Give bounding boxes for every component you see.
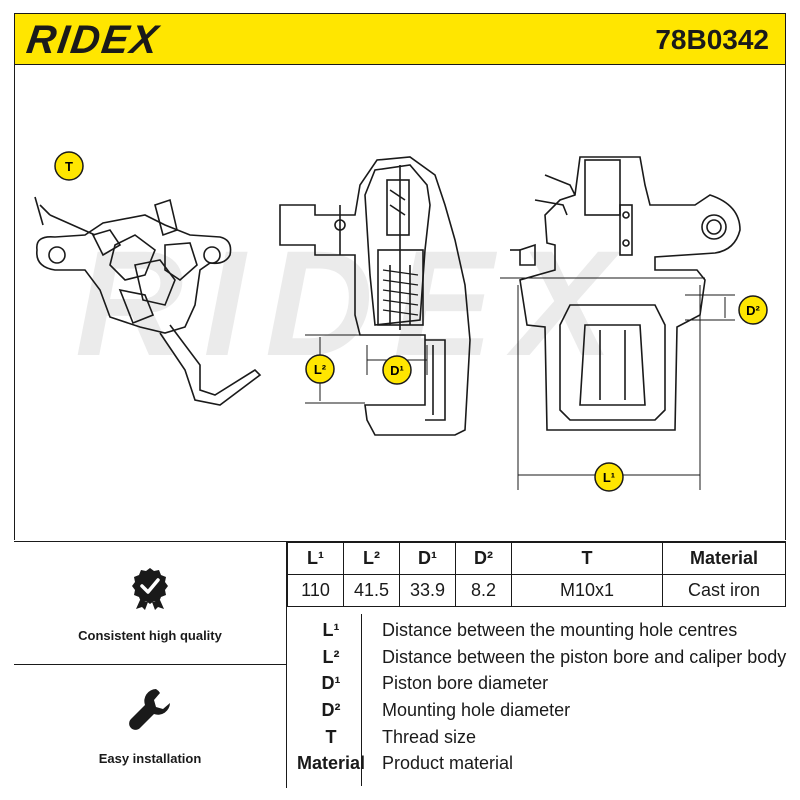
value-l1: 110 xyxy=(287,574,344,607)
legend-divider xyxy=(361,614,362,786)
legend-desc: Piston bore diameter xyxy=(382,673,549,694)
feature-installation: Easy installation xyxy=(14,665,286,788)
part-number: 78B0342 xyxy=(655,24,769,55)
feature-label-quality: Consistent high quality xyxy=(78,628,222,643)
wrench-icon xyxy=(129,689,170,730)
value-d1: 33.9 xyxy=(399,574,456,607)
value-t: M10x1 xyxy=(511,574,663,607)
legend-row: L¹ Distance between the mounting hole ce… xyxy=(287,617,786,644)
legend-desc: Distance between the mounting hole centr… xyxy=(382,620,738,640)
legend-key: T xyxy=(325,726,337,747)
header-material: Material xyxy=(662,542,786,575)
header-d1: D¹ xyxy=(399,542,456,575)
legend-desc: Thread size xyxy=(382,726,477,747)
legend-row: Material Product material xyxy=(287,750,786,777)
drawing-frame: RIDEX xyxy=(14,65,786,540)
legend-row: L² Distance between the piston bore and … xyxy=(287,644,787,671)
feature-quality: Consistent high quality xyxy=(14,542,286,664)
caliper-right-view xyxy=(500,156,741,490)
legend-desc: Product material xyxy=(382,753,514,774)
caliper-section-view xyxy=(279,156,471,436)
dimension-badge-t: T xyxy=(54,151,84,181)
header-l2: L² xyxy=(343,542,400,575)
specs-table: L¹ L² D¹ D² T Material 110 41.5 33.9 8.2… xyxy=(287,542,786,607)
legend-key: D¹ xyxy=(321,673,341,694)
legend-key: D² xyxy=(321,700,341,721)
svg-text:L¹: L¹ xyxy=(603,470,615,485)
legend-key: L² xyxy=(322,646,340,667)
value-l2: 41.5 xyxy=(343,574,400,607)
feature-label-installation: Easy installation xyxy=(98,751,202,766)
feature-divider xyxy=(14,664,286,665)
header-d2: D² xyxy=(455,542,512,575)
legend-desc: Distance between the piston bore and cal… xyxy=(382,646,787,667)
section-divider xyxy=(286,542,287,788)
specs-header-row: L¹ L² D¹ D² T Material xyxy=(287,542,786,575)
legend-row: T Thread size xyxy=(287,724,786,751)
dimension-badge-d1: D¹ xyxy=(382,355,412,385)
legend-key: Material xyxy=(296,753,366,774)
dimension-badge-d2: D² xyxy=(738,295,768,325)
legend-row: D² Mounting hole diameter xyxy=(287,697,786,724)
value-material: Cast iron xyxy=(662,574,786,607)
header-bar: RIDEX 78B0342 xyxy=(14,13,786,65)
svg-text:D¹: D¹ xyxy=(390,363,404,378)
caliper-left-view xyxy=(34,196,262,406)
specs-value-row: 110 41.5 33.9 8.2 M10x1 Cast iron xyxy=(287,574,786,607)
legend-desc: Mounting hole diameter xyxy=(382,700,571,721)
svg-text:L²: L² xyxy=(314,362,327,377)
legend-key: L¹ xyxy=(322,620,340,640)
brand-logo: RIDEX xyxy=(23,18,163,62)
legend-list: L¹ Distance between the mounting hole ce… xyxy=(287,617,786,777)
header-t: T xyxy=(511,542,663,575)
dimension-badge-l1: L¹ xyxy=(594,462,624,492)
dimension-badge-l2: L² xyxy=(305,354,335,384)
svg-text:T: T xyxy=(65,159,73,174)
caliper-drawing: RIDEX xyxy=(34,151,768,492)
info-section: Consistent high quality Easy installatio… xyxy=(14,541,786,788)
header-l1: L¹ xyxy=(287,542,344,575)
svg-text:D²: D² xyxy=(746,303,760,318)
quality-badge-icon xyxy=(132,568,168,610)
value-d2: 8.2 xyxy=(455,574,512,607)
legend-row: D¹ Piston bore diameter xyxy=(287,670,786,697)
